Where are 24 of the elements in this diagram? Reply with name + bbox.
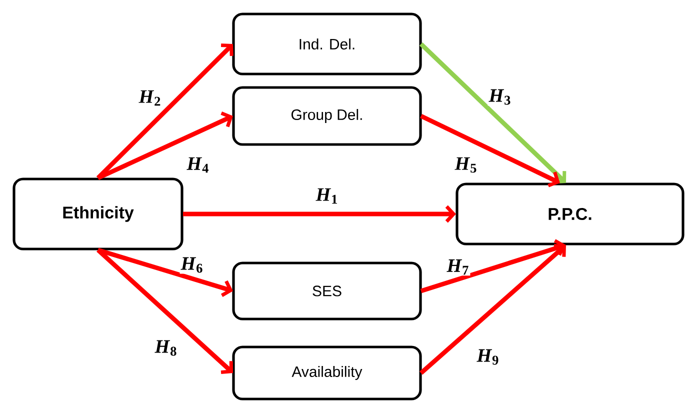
edge-label: H$_{2}$ bbox=[138, 89, 162, 107]
process-box: P.P.C. bbox=[456, 182, 684, 246]
process-box: Ind. Del. bbox=[232, 12, 422, 76]
arrow bbox=[97, 111, 233, 180]
arrow bbox=[96, 44, 234, 180]
arrow bbox=[97, 248, 233, 297]
arrow bbox=[96, 248, 233, 374]
process-box: Group Del. bbox=[232, 86, 422, 146]
process-box: SES bbox=[232, 262, 422, 320]
edge-label: H$_{3}$ bbox=[488, 88, 512, 106]
process-box: Ethnicity bbox=[12, 178, 184, 250]
process-box: Availability bbox=[232, 346, 422, 400]
edge-label: H$_{1}$ bbox=[314, 187, 340, 205]
arrow bbox=[420, 239, 566, 294]
arrow bbox=[420, 244, 566, 375]
edge-label: H$_{4}$ bbox=[186, 156, 210, 174]
arrow bbox=[419, 42, 566, 184]
edge-label: H$_{9}$ bbox=[476, 348, 500, 366]
arrow bbox=[420, 114, 560, 188]
edge-label: H$_{6}$ bbox=[180, 256, 204, 274]
edge-label: H$_{7}$ bbox=[446, 258, 470, 276]
arrow bbox=[183, 205, 456, 223]
edge-label: H$_{5}$ bbox=[454, 156, 478, 174]
edge-label: H$_{8}$ bbox=[154, 339, 178, 357]
